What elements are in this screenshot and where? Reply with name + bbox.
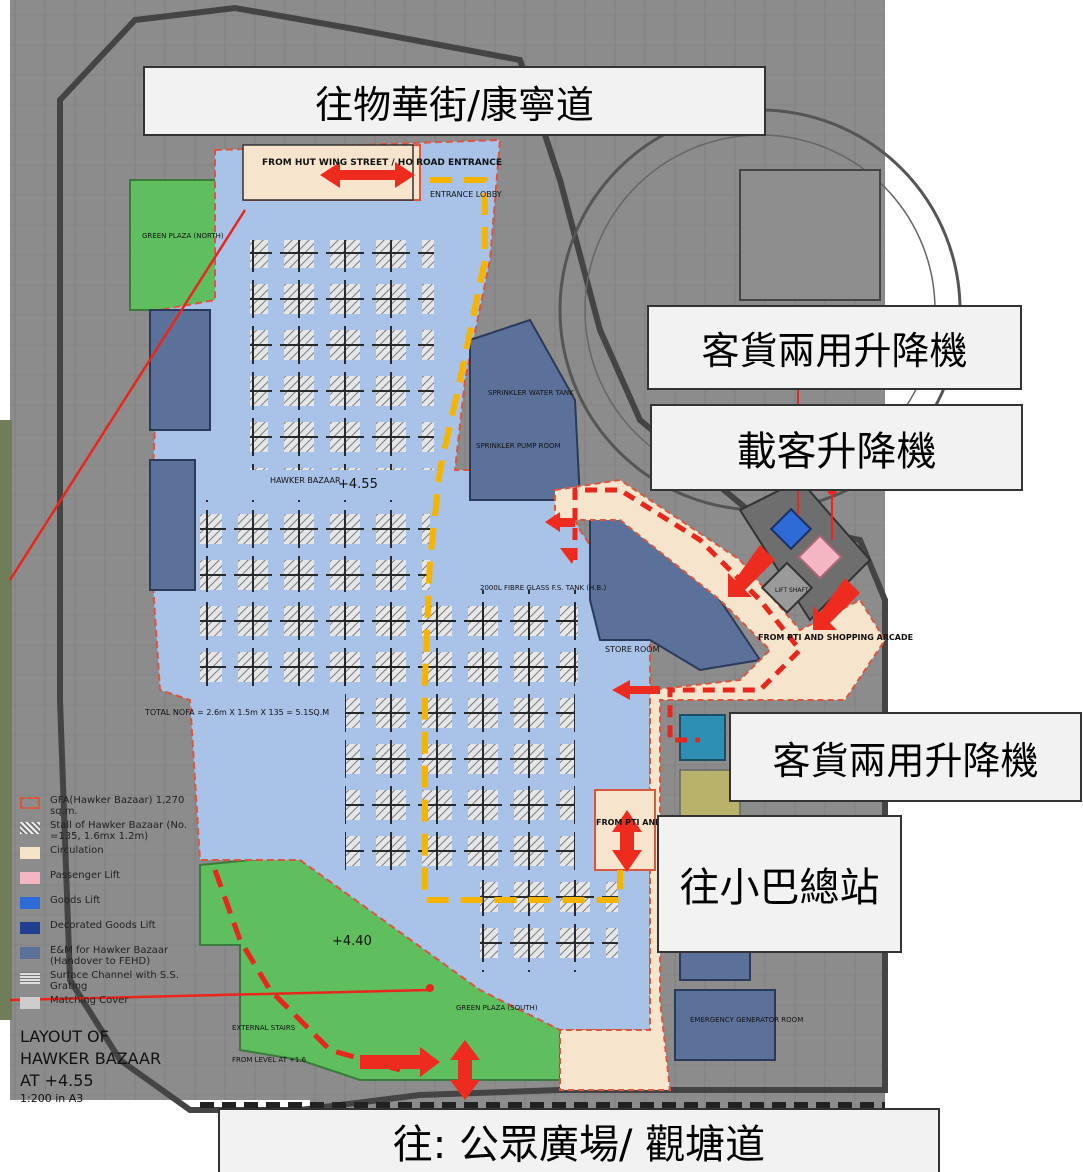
callout-to-public-plaza-text: 往: 公眾廣場/ 觀塘道 xyxy=(392,1122,766,1168)
legend-label: Stall of Hawker Bazaar (No. =135, 1.6mx … xyxy=(50,820,187,842)
callout-to-mut-wah-street: 往物華街/康寧道 xyxy=(143,66,766,136)
callout-minibus: 往小巴總站 xyxy=(657,815,902,953)
callout-goods-lift-upper-text: 客貨兩用升降機 xyxy=(701,329,968,373)
legend-item: GFA(Hawker Bazaar) 1,270 sq.m. xyxy=(20,795,190,820)
legend-item: Circulation xyxy=(20,845,190,870)
legend-label: Decorated Goods Lift xyxy=(50,920,156,931)
goods-lift xyxy=(769,507,813,551)
callout-goods-lift-upper: 客貨兩用升降機 xyxy=(647,305,1022,390)
callout-minibus-text: 往小巴總站 xyxy=(679,865,880,911)
photo-edge xyxy=(0,420,12,1020)
arrow-top xyxy=(320,162,415,188)
layout-scale: 1:200 in A3 xyxy=(20,1092,84,1105)
legend-label: E&M for Hawker Bazaar (Handover to FEHD) xyxy=(50,945,169,967)
legend-item: Passenger Lift xyxy=(20,870,190,895)
layout-title-line: HAWKER BAZAAR xyxy=(20,1049,162,1068)
stall-block-north xyxy=(250,240,434,470)
legend-label: Passenger Lift xyxy=(50,870,121,881)
decorated-goods-lift-swatch xyxy=(20,922,40,934)
green-plaza-north-label: GREEN PLAZA (NORTH) xyxy=(142,232,224,240)
arrow-lift-2 xyxy=(813,578,860,630)
legend-label: Surface Channel with S.S. Grating xyxy=(50,970,179,992)
level-455-label: +4.55 xyxy=(338,477,378,492)
callout-passenger-lift: 載客升降機 xyxy=(650,404,1023,491)
lift-shaft-label: LIFT SHAFT xyxy=(775,587,809,594)
legend-label: Goods Lift xyxy=(50,895,101,906)
arrow-lift-1 xyxy=(728,545,775,597)
sprinkler-pump-label: SPRINKLER PUMP ROOM xyxy=(476,442,561,450)
callout-goods-lift-lower-text: 客貨兩用升降機 xyxy=(772,738,1039,783)
fs-tank-label: 2000L FIBRE GLASS F.S. TANK (H.B.) xyxy=(480,584,606,592)
stall-block-middle xyxy=(200,500,430,592)
store-room-label: STORE ROOM xyxy=(605,645,660,654)
lift-shaft xyxy=(760,561,814,614)
passenger-lift-swatch xyxy=(20,872,40,884)
callout-to-mut-wah-street-text: 往物華街/康寧道 xyxy=(315,82,594,127)
callout-to-public-plaza: 往: 公眾廣場/ 觀塘道 xyxy=(218,1108,940,1172)
green-plaza-south-label: GREEN PLAZA (SOUTH) xyxy=(456,1004,538,1012)
arrow-bottom-vertical xyxy=(450,1040,480,1100)
callout-goods-lift-lower: 客貨兩用升降機 xyxy=(729,712,1082,802)
sprinkler-tank-room xyxy=(469,318,582,501)
total-nofa-label: TOTAL NOFA = 2.6m X 1.5m X 135 = 5.1SQ.M xyxy=(144,708,329,717)
sprinkler-tank-label: SPRINKLER WATER TANK xyxy=(488,389,574,397)
emergency-gen-label: EMERGENCY GENERATOR ROOM xyxy=(690,1016,803,1024)
external-stairs-label: EXTERNAL STAIRS xyxy=(232,1024,296,1032)
from-level-label: FROM LEVEL AT +1.6 xyxy=(232,1056,307,1064)
cover-swatch xyxy=(20,997,40,1009)
legend-label: Circulation xyxy=(50,845,104,856)
hawker-bazaar-label: HAWKER BAZAAR xyxy=(270,476,341,485)
lift-core xyxy=(738,478,872,622)
stall-swatch xyxy=(20,822,40,834)
leader-line-north xyxy=(8,209,247,581)
leader-line-south xyxy=(9,988,431,1002)
circulation-swatch xyxy=(20,847,40,859)
legend-item: Matching Cover xyxy=(20,995,190,1020)
legend-item: Stall of Hawker Bazaar (No. =135, 1.6mx … xyxy=(20,820,190,845)
route-red-south xyxy=(212,869,401,1073)
direction-arrows xyxy=(320,162,860,1100)
legend-item: E&M for Hawker Bazaar (Handover to FEHD) xyxy=(20,945,190,970)
legend-item: Decorated Goods Lift xyxy=(20,920,190,945)
channel-swatch xyxy=(20,972,40,984)
entrance-lobby-label: ENTRANCE LOBBY xyxy=(430,190,502,199)
legend-label: Matching Cover xyxy=(50,995,129,1006)
route-red-east xyxy=(572,487,804,743)
goods-lift-lower xyxy=(679,714,726,761)
generator-room xyxy=(674,989,776,1061)
arrow-bottom-horizontal xyxy=(360,1047,440,1077)
legend-label: GFA(Hawker Bazaar) 1,270 sq.m. xyxy=(50,795,185,817)
callout-passenger-lift-text: 載客升降機 xyxy=(736,428,937,475)
entrance-label: FROM HUT WING STREET / HO ROAD ENTRANCE xyxy=(262,158,502,168)
legend: GFA(Hawker Bazaar) 1,270 sq.m. Stall of … xyxy=(20,795,190,1105)
layout-title-line: LAYOUT OF xyxy=(20,1027,109,1046)
goods-lift-swatch xyxy=(20,897,40,909)
arrow-minibus xyxy=(612,810,642,872)
building-outline xyxy=(57,4,888,1113)
switch-room xyxy=(149,309,211,431)
em-swatch xyxy=(20,947,40,959)
passenger-lift xyxy=(797,534,843,580)
gfa-swatch xyxy=(20,797,40,809)
layout-title-line: AT +4.55 xyxy=(20,1071,94,1090)
arrow-corridor xyxy=(612,680,660,700)
legend-item: Surface Channel with S.S. Grating xyxy=(20,970,190,995)
route-yellow xyxy=(422,177,623,903)
level-440-label: +4.40 xyxy=(332,934,372,949)
layout-title: LAYOUT OF HAWKER BAZAAR AT +4.55 xyxy=(20,1026,190,1092)
legend-item: Goods Lift xyxy=(20,895,190,920)
from-pti-label: FROM PTI AND SHOPPING ARCADE xyxy=(758,633,913,642)
